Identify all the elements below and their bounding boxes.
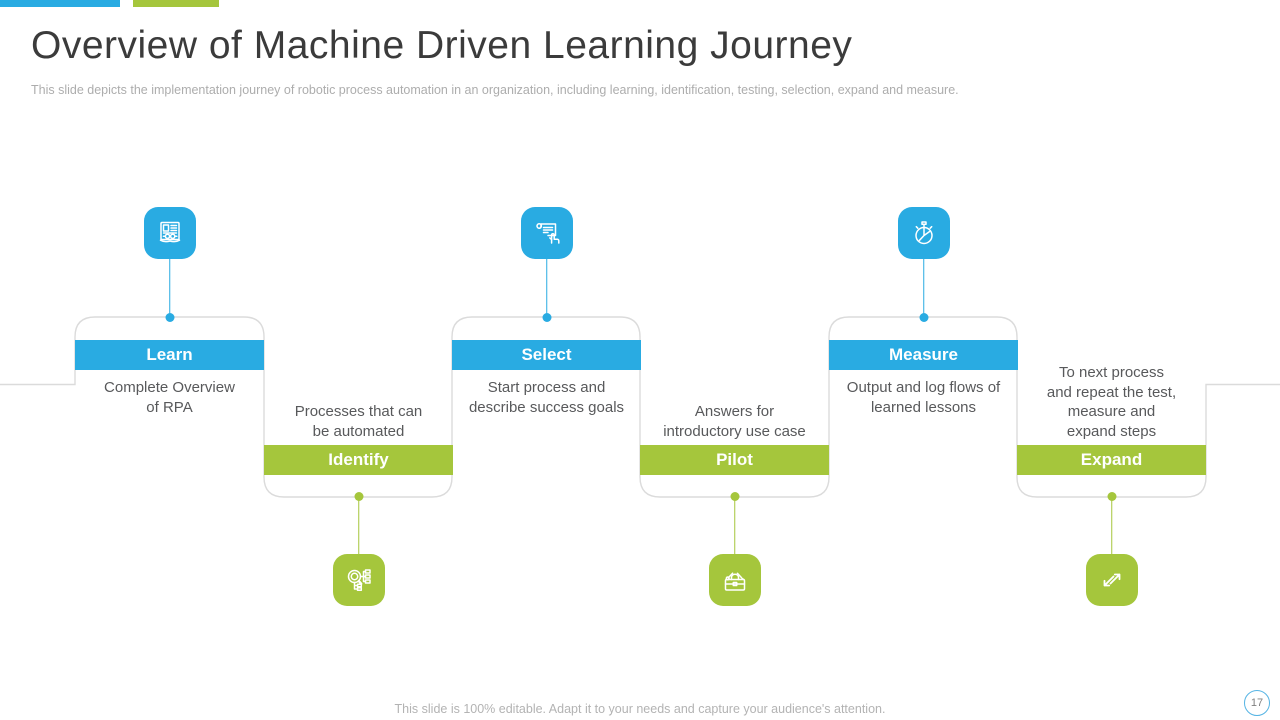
connector-line [1110, 497, 1113, 554]
step-icon-tile[interactable] [332, 554, 385, 606]
connector-line [357, 497, 360, 554]
step-description[interactable]: Start process and describe success goals [468, 379, 625, 416]
page-number: 17 [1250, 697, 1264, 709]
step-description[interactable]: To next process and repeat the test, mea… [1046, 364, 1177, 440]
step-title[interactable]: Expand [1017, 445, 1206, 475]
step-icon-tile[interactable] [143, 207, 196, 259]
step-title[interactable]: Measure [829, 340, 1018, 370]
connector-line [545, 259, 548, 317]
timeline-node-dot [730, 492, 739, 501]
step-learn: Learn Complete Overview of RPA [75, 200, 264, 620]
footer-note[interactable]: This slide is 100% editable. Adapt it to… [394, 702, 886, 716]
timeline-node-dot [165, 313, 174, 322]
accent-bar-green [133, 0, 219, 7]
timeline-node-dot [354, 492, 363, 501]
step-title[interactable]: Learn [75, 340, 264, 370]
step-description[interactable]: Processes that can be automated [294, 403, 423, 440]
page-subtitle[interactable]: This slide depicts the implementation jo… [31, 83, 959, 97]
step-icon-tile[interactable] [1085, 554, 1138, 606]
step-pilot: Pilot Answers for introductory use case [640, 200, 829, 620]
step-description[interactable]: Complete Overview of RPA [104, 379, 235, 416]
timeline-node-dot [1107, 492, 1116, 501]
step-select: Select Start process and describe succes… [452, 200, 641, 620]
connector-line [168, 259, 171, 317]
connector-line [733, 497, 736, 554]
step-measure: Measure Output and log flows of learned … [829, 200, 1018, 620]
step-icon-tile[interactable] [897, 207, 950, 259]
step-icon-tile[interactable] [520, 207, 573, 259]
book-icon [159, 221, 180, 243]
scroll-hand-icon [535, 223, 560, 244]
step-identify: Identify Processes that can be automated [264, 200, 453, 620]
step-expand: Expand To next process and repeat the te… [1017, 200, 1206, 620]
accent-bar-blue [0, 0, 120, 7]
timeline-node-dot [542, 313, 551, 322]
step-description[interactable]: Answers for introductory use case [663, 403, 806, 440]
page-number-badge: 17 [1244, 690, 1270, 716]
toolbox-icon [724, 572, 745, 591]
step-title[interactable]: Select [452, 340, 641, 370]
expand-arrows-icon [1103, 573, 1120, 587]
stopwatch-icon [914, 221, 933, 245]
step-title[interactable]: Identify [264, 445, 453, 475]
step-title[interactable]: Pilot [640, 445, 829, 475]
process-search-icon [347, 569, 371, 592]
page-title[interactable]: Overview of Machine Driven Learning Jour… [31, 24, 853, 67]
step-icon-tile[interactable] [708, 554, 761, 606]
step-description[interactable]: Output and log flows of learned lessons [846, 379, 1001, 416]
connector-line [922, 259, 925, 317]
timeline-node-dot [919, 313, 928, 322]
